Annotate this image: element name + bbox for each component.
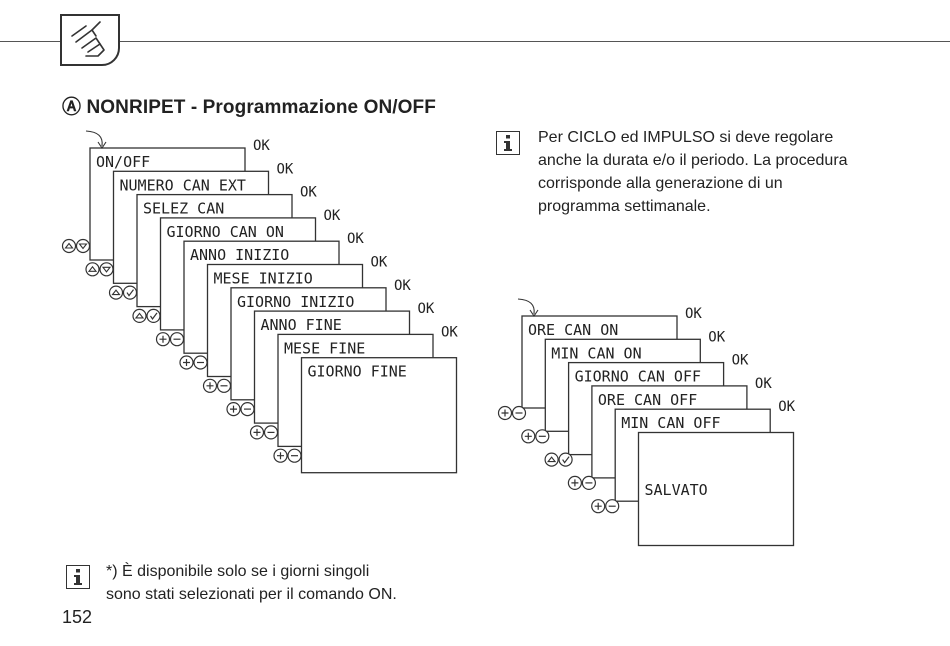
plus-button-icon[interactable] — [591, 499, 606, 514]
ok-label: OK — [371, 255, 388, 271]
lcd-screen-label: GIORNO INIZIO — [237, 293, 354, 311]
lcd-screen: GIORNO FINE — [300, 357, 458, 474]
plus-button-icon[interactable] — [497, 405, 513, 421]
plus-button-icon[interactable] — [249, 425, 265, 440]
plus-button-icon[interactable] — [226, 402, 241, 417]
up-arrow-button-icon[interactable] — [61, 238, 77, 254]
plus-button-icon[interactable] — [521, 429, 536, 444]
note-line: anche la durata e/o il periodo. La proce… — [538, 152, 848, 169]
ok-label: OK — [708, 329, 725, 345]
header-rule — [0, 41, 950, 42]
minus-button-icon[interactable] — [605, 499, 620, 514]
up-arrow-button-icon[interactable] — [108, 285, 124, 300]
ok-label: OK — [347, 231, 364, 247]
minus-button-icon[interactable] — [263, 425, 279, 440]
plus-button-icon[interactable] — [273, 448, 288, 463]
note-line: *) È disponibile solo se i giorni singol… — [106, 563, 370, 580]
lcd-screen-label: MIN CAN ON — [551, 344, 641, 362]
ok-label: OK — [253, 138, 270, 154]
minus-button-icon[interactable] — [193, 355, 208, 370]
lcd-screen-label: ORE CAN ON — [528, 321, 618, 339]
lcd-screen: SALVATO — [637, 431, 795, 547]
down-arrow-button-icon[interactable] — [75, 238, 91, 254]
info-icon — [66, 565, 90, 589]
plus-button-icon[interactable] — [202, 378, 218, 393]
ok-label: OK — [324, 208, 341, 224]
ok-label: OK — [755, 376, 772, 392]
ok-label: OK — [778, 399, 795, 415]
ok-label: OK — [277, 161, 294, 177]
minus-button-icon[interactable] — [240, 402, 255, 417]
ok-label: OK — [732, 353, 749, 369]
lcd-screen-label: ANNO INIZIO — [190, 246, 289, 264]
plus-button-icon[interactable] — [567, 475, 583, 490]
check-button-icon[interactable] — [122, 285, 138, 300]
hand-pointer-icon — [60, 14, 120, 66]
lcd-screen-label: MESE FINE — [284, 339, 365, 357]
lcd-screen-label: MIN CAN OFF — [621, 414, 720, 432]
lcd-screen-label: ANNO FINE — [261, 316, 342, 334]
plus-button-icon[interactable] — [179, 355, 194, 370]
lcd-screen-label: GIORNO CAN OFF — [575, 368, 701, 386]
up-arrow-button-icon[interactable] — [544, 452, 559, 467]
lcd-screen-label: SELEZ CAN — [143, 200, 224, 218]
minus-button-icon[interactable] — [216, 378, 232, 393]
ok-label: OK — [394, 278, 411, 294]
ok-label: OK — [441, 324, 458, 340]
info-icon — [496, 131, 520, 155]
minus-button-icon[interactable] — [581, 475, 597, 490]
section-heading: Ⓐ NONRIPET - Programmazione ON/OFF — [62, 97, 436, 118]
note-line: programma settimanale. — [538, 198, 711, 215]
check-button-icon[interactable] — [558, 452, 573, 467]
minus-button-icon[interactable] — [511, 405, 527, 421]
lcd-screen-label: ORE CAN OFF — [598, 391, 697, 409]
up-arrow-button-icon[interactable] — [132, 308, 147, 323]
page-number: 152 — [62, 607, 93, 627]
lcd-screen-label: MESE INIZIO — [214, 270, 313, 288]
ok-label: OK — [300, 185, 317, 201]
lcd-screen-label: SALVATO — [645, 481, 708, 499]
ok-label: OK — [418, 301, 435, 317]
ok-label: OK — [685, 306, 702, 322]
check-button-icon[interactable] — [146, 308, 161, 323]
lcd-screen-label: NUMERO CAN EXT — [120, 176, 246, 194]
plus-button-icon[interactable] — [155, 332, 171, 347]
minus-button-icon[interactable] — [287, 448, 302, 463]
down-arrow-button-icon[interactable] — [99, 262, 114, 277]
note-footnote: *) È disponibile solo se i giorni singol… — [106, 560, 397, 606]
up-arrow-button-icon[interactable] — [85, 262, 100, 277]
note-line: corrisponde alla generazione di un — [538, 175, 783, 192]
minus-button-icon[interactable] — [535, 429, 550, 444]
lcd-screen-label: GIORNO FINE — [308, 363, 407, 381]
lcd-screen-label: ON/OFF — [96, 153, 150, 171]
note-cycle: Per CICLO ed IMPULSO si deve regolare an… — [538, 126, 848, 218]
minus-button-icon[interactable] — [169, 332, 185, 347]
lcd-screen-label: GIORNO CAN ON — [167, 223, 284, 241]
note-line: Per CICLO ed IMPULSO si deve regolare — [538, 129, 834, 146]
note-line: sono stati selezionati per il comando ON… — [106, 586, 397, 603]
